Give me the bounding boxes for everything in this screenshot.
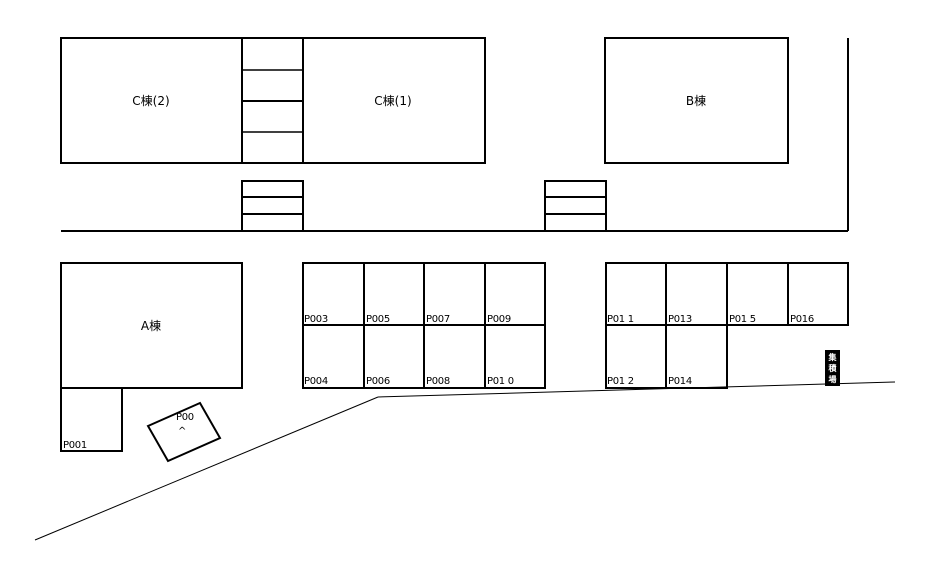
building-b[interactable] (604, 37, 789, 164)
garbage-station-label-1: 集 (828, 352, 838, 362)
parking-label-p016: P016 (790, 314, 814, 325)
parking-space-p001[interactable] (60, 387, 123, 452)
garbage-station[interactable] (825, 350, 840, 386)
parking-label-p011: P01 1 (607, 314, 634, 325)
parking-label-p001: P001 (63, 440, 87, 451)
parking-label-p007: P007 (426, 314, 450, 325)
building-c2-label: C棟(2) (132, 93, 169, 108)
parking-label-p013: P013 (668, 314, 692, 325)
parking-label-p015: P01 5 (729, 314, 756, 325)
parking-label-p006: P006 (366, 376, 390, 387)
parking-label-p012: P01 2 (607, 376, 634, 387)
building-a-label: A棟 (141, 318, 161, 333)
parking-label-p002-mark: ^ (178, 426, 186, 437)
stairs-c-lower (241, 180, 304, 232)
road-edge-right (377, 381, 896, 398)
building-c1-label: C棟(1) (374, 93, 411, 108)
parking-label-p005: P005 (366, 314, 390, 325)
parking-label-p010: P01 0 (487, 376, 514, 387)
road-edge-left (34, 396, 379, 541)
parking-label-p009: P009 (487, 314, 511, 325)
building-a[interactable] (60, 262, 243, 389)
parking-label-p002: P00 (176, 412, 194, 423)
garbage-station-label-3: 場 (829, 374, 837, 384)
building-b-label: B棟 (686, 93, 706, 108)
parking-label-p004: P004 (304, 376, 328, 387)
parking-label-p008: P008 (426, 376, 450, 387)
parking-label-p014: P014 (668, 376, 692, 387)
stairs-mid (544, 180, 607, 232)
parking-space-p002[interactable] (146, 401, 222, 463)
building-c1[interactable] (302, 37, 486, 164)
garbage-station-label-2: 積 (828, 363, 838, 373)
parking-label-p003: P003 (304, 314, 328, 325)
parking-space-p016[interactable] (787, 262, 849, 326)
